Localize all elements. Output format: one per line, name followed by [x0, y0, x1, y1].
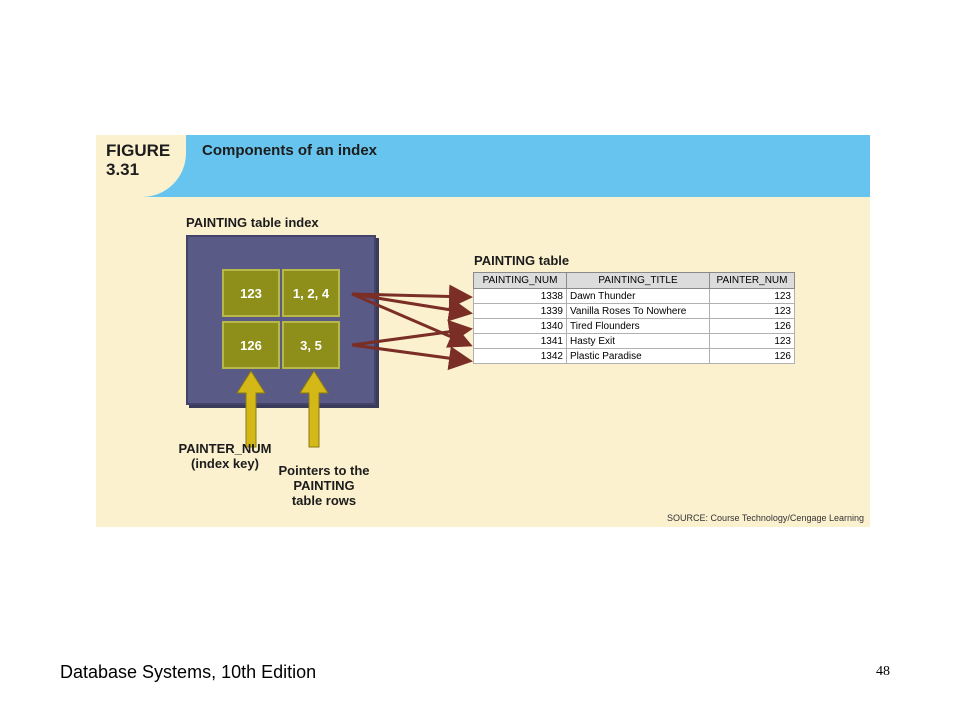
- pointer-arrow: [351, 284, 473, 309]
- index-key-caption-line: (index key): [191, 456, 259, 471]
- column-header: PAINTING_TITLE: [566, 272, 710, 289]
- figure-title: Components of an index: [202, 142, 378, 159]
- cell-painter-num: 126: [709, 348, 795, 364]
- index-box: 123 1, 2, 4 126 3, 5: [186, 235, 376, 405]
- table-row: 1340 Tired Flounders 126: [473, 318, 795, 334]
- table-row: 1341 Hasty Exit 123: [473, 333, 795, 349]
- pointers-caption-line: table rows: [291, 493, 357, 508]
- index-key-caption-line: PAINTER_NUM: [178, 441, 272, 456]
- cell-painting-num: 1339: [473, 303, 567, 319]
- column-header: PAINTER_NUM: [709, 272, 795, 289]
- pointers-caption: Pointers to the PAINTING table rows: [274, 463, 374, 508]
- cell-painting-num: 1340: [473, 318, 567, 334]
- pointers-up-arrow: [299, 370, 329, 448]
- source-credit: SOURCE: Course Technology/Cengage Learni…: [667, 513, 864, 523]
- index-key-up-arrow: [236, 370, 266, 448]
- cell-painting-title: Hasty Exit: [566, 333, 710, 349]
- index-pointer-cell-126: 3, 5: [282, 321, 340, 369]
- index-key-caption: PAINTER_NUM (index key): [170, 441, 280, 471]
- table-row: 1339 Vanilla Roses To Nowhere 123: [473, 303, 795, 319]
- figure-header-band: [96, 135, 870, 197]
- table-header-row: PAINTING_NUM PAINTING_TITLE PAINTER_NUM: [473, 272, 795, 289]
- index-pointer-cell-123: 1, 2, 4: [282, 269, 340, 317]
- cell-painting-num: 1341: [473, 333, 567, 349]
- pointer-arrow: [351, 343, 473, 371]
- table-row: 1342 Plastic Paradise 126: [473, 348, 795, 364]
- pointers-caption-line: PAINTING: [293, 478, 355, 493]
- index-key-cell-123: 123: [222, 269, 280, 317]
- cell-painting-title: Plastic Paradise: [566, 348, 710, 364]
- page-number: 48: [876, 664, 890, 679]
- cell-painting-num: 1342: [473, 348, 567, 364]
- arrow-layer: [236, 284, 473, 448]
- footer-book-title: Database Systems, 10th Edition: [60, 662, 317, 682]
- painting-table: PAINTING_NUM PAINTING_TITLE PAINTER_NUM …: [473, 272, 795, 364]
- index-label: PAINTING table index: [186, 215, 319, 230]
- figure-panel: FIGURE 3.31 Components of an index PAINT…: [96, 135, 870, 527]
- cell-painting-title: Vanilla Roses To Nowhere: [566, 303, 710, 319]
- cell-painter-num: 123: [709, 303, 795, 319]
- pointer-arrow: [351, 319, 473, 347]
- figure-number: FIGURE 3.31: [106, 141, 171, 179]
- pointers-caption-line: Pointers to the: [278, 463, 370, 478]
- table-label: PAINTING table: [474, 253, 570, 268]
- index-key-cell-126: 126: [222, 321, 280, 369]
- pointer-arrow: [351, 292, 473, 322]
- cell-painting-title: Dawn Thunder: [566, 288, 710, 304]
